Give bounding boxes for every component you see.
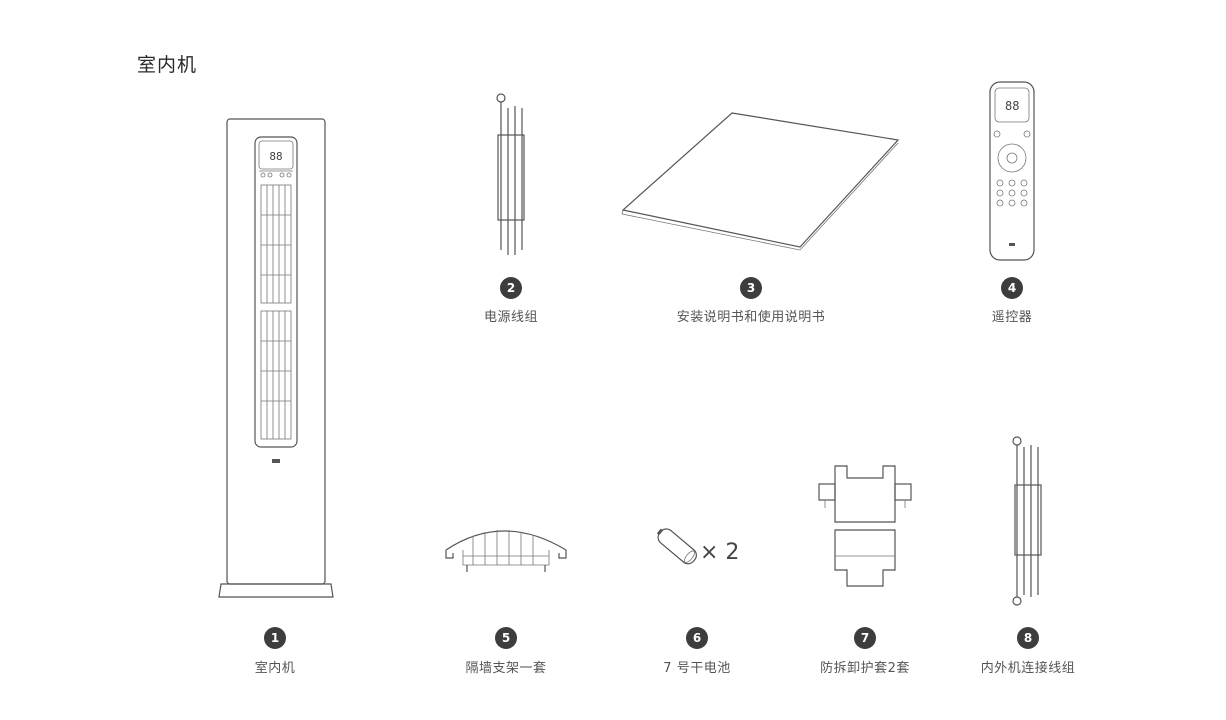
item-number-badge: 6 xyxy=(686,627,708,649)
wall-bracket-icon xyxy=(443,520,569,579)
display-digits: 88 xyxy=(269,150,282,163)
item-label: 电源线组 xyxy=(483,310,539,325)
item-label: 7 号干电池 xyxy=(663,661,731,676)
section-heading: 室内机 xyxy=(137,54,198,76)
item-number-badge: 5 xyxy=(495,627,517,649)
remote-display-digits: 88 xyxy=(1005,99,1019,113)
remote-control-icon: 88 xyxy=(988,80,1036,266)
item-label: 隔墙支架一套 xyxy=(465,661,547,676)
item-label: 防拆卸护套2套 xyxy=(820,661,910,676)
indoor-unit-icon: 88 xyxy=(215,115,337,604)
manual-icon xyxy=(620,110,902,256)
item-number-badge: 8 xyxy=(1017,627,1039,649)
item-number-badge: 1 xyxy=(264,627,286,649)
item-label: 遥控器 xyxy=(991,310,1033,325)
battery-quantity: × 2 xyxy=(700,540,740,565)
item-label: 安装说明书和使用说明书 xyxy=(676,310,826,325)
battery-icon xyxy=(655,522,701,576)
item-number-badge: 4 xyxy=(1001,277,1023,299)
power-cable-icon xyxy=(490,90,530,264)
item-number-badge: 7 xyxy=(854,627,876,649)
item-label: 内外机连接线组 xyxy=(980,661,1076,676)
protective-sleeve-icon xyxy=(815,462,915,594)
item-number-badge: 3 xyxy=(740,277,762,299)
item-label: 室内机 xyxy=(254,661,296,676)
connection-cable-icon xyxy=(1008,435,1048,611)
item-number-badge: 2 xyxy=(500,277,522,299)
